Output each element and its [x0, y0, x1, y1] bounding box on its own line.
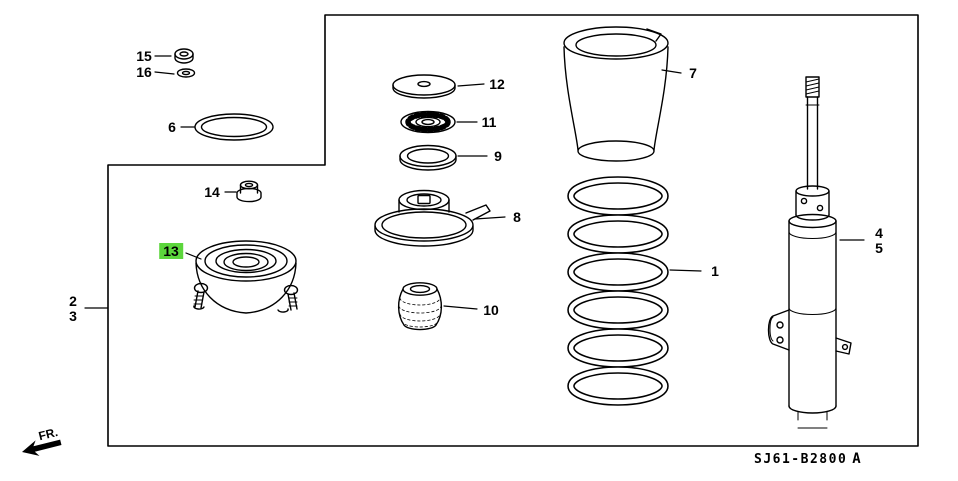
diagram-border — [107, 14, 919, 447]
part-label-7[interactable]: 7 — [689, 65, 697, 81]
part-label-15[interactable]: 15 — [136, 48, 152, 64]
part-13-strut-mount — [193, 240, 299, 314]
part-label-16[interactable]: 16 — [136, 64, 152, 80]
diagram-code-main: SJ61-B2800 — [754, 452, 848, 467]
diagram-code-suffix: A — [852, 451, 861, 467]
part-label-1[interactable]: 1 — [711, 263, 719, 279]
part-12-washer — [392, 74, 456, 99]
fr-label: FR. — [37, 425, 59, 443]
leader-lines — [84, 55, 865, 310]
part-7-dust-cover — [563, 26, 669, 162]
diagram-code: SJ61-B2800 A — [754, 451, 861, 467]
part-8-spring-seat — [374, 189, 491, 247]
part-1-coil-spring — [567, 176, 669, 406]
part-label-2[interactable]: 2 — [69, 293, 77, 309]
part-label-4[interactable]: 4 — [875, 225, 883, 241]
part-6-oring — [194, 113, 274, 141]
part-9-seal-ring — [399, 144, 457, 171]
part-label-8[interactable]: 8 — [513, 209, 521, 225]
fr-arrow-icon — [22, 439, 62, 456]
part-label-3[interactable]: 3 — [69, 308, 77, 324]
part-label-11[interactable]: 11 — [481, 114, 497, 130]
part-16-washer — [176, 68, 196, 78]
part-10-bump-stop — [397, 282, 443, 331]
part-label-9[interactable]: 9 — [494, 148, 502, 164]
part-label-12[interactable]: 12 — [489, 76, 505, 92]
part-label-14[interactable]: 14 — [204, 184, 220, 200]
part-15-nut — [174, 48, 194, 64]
part-label-13[interactable]: 13 — [159, 243, 183, 259]
part-14-nut — [236, 180, 262, 203]
part-label-6[interactable]: 6 — [168, 119, 176, 135]
part-4-5-shock-absorber — [767, 76, 852, 429]
part-11-bearing — [400, 110, 456, 134]
part-label-5[interactable]: 5 — [875, 240, 883, 256]
fr-direction-arrow: FR. — [22, 425, 62, 456]
part-label-10[interactable]: 10 — [483, 302, 499, 318]
